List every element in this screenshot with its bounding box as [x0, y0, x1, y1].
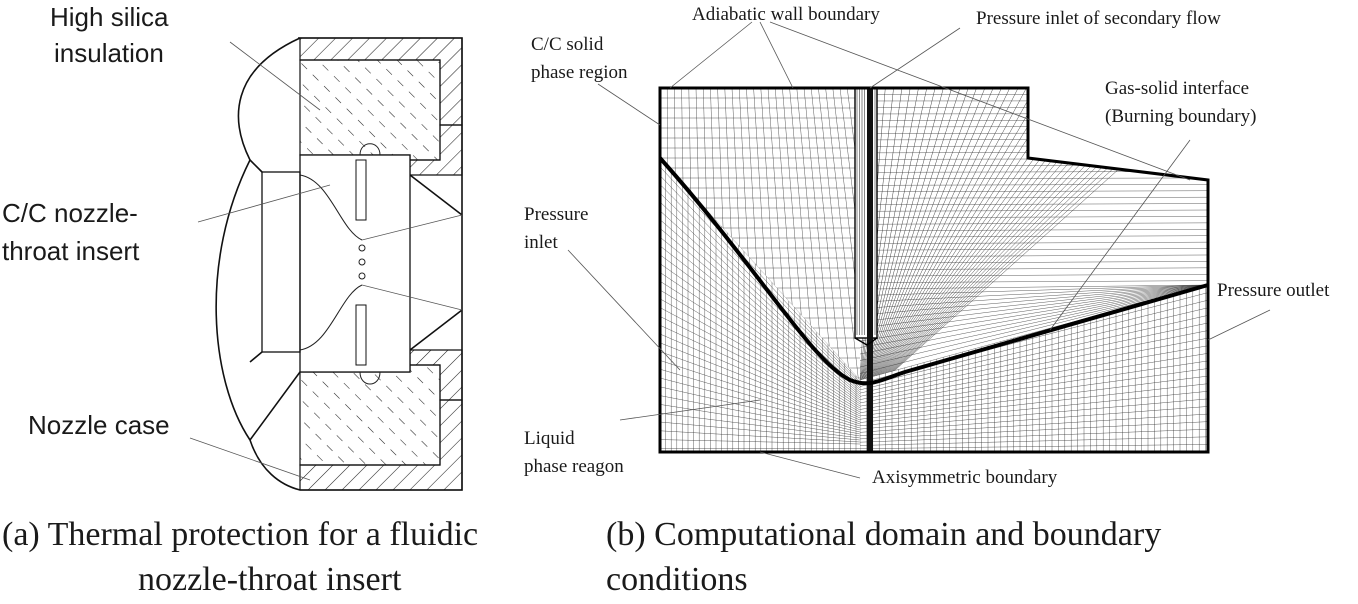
caption-a-line1: (a) Thermal protection for a fluidic [2, 516, 478, 553]
label-inlet: inlet [524, 232, 558, 253]
label-burning-boundary: (Burning boundary) [1105, 106, 1256, 127]
panel-a-nozzle-drawing: High silica insulation C/C nozzle- throa… [2, 2, 478, 598]
label-insulation: insulation [54, 38, 164, 68]
domain-outline [658, 86, 1210, 454]
panel-b-leader-lines [567, 21, 1271, 479]
panel-b-mesh-domain: Adiabatic wall boundary Pressure inlet o… [524, 4, 1330, 598]
label-liquid-phase: phase reagon [524, 456, 624, 477]
label-cc-nozzle: C/C nozzle- [2, 198, 138, 228]
caption-b-line2: conditions [606, 561, 748, 598]
label-nozzle-case: Nozzle case [28, 410, 170, 440]
gas-solid-interface-line [658, 156, 1209, 386]
panel-a-leader-lines [189, 41, 463, 481]
label-phase-region: phase region [531, 62, 628, 83]
label-pressure-outlet: Pressure outlet [1217, 280, 1330, 301]
label-axisymmetric: Axisymmetric boundary [872, 467, 1058, 488]
secondary-injection-channel [854, 87, 878, 452]
label-gas-solid: Gas-solid interface [1105, 78, 1249, 99]
label-liquid: Liquid [524, 428, 575, 449]
label-adiabatic-wall: Adiabatic wall boundary [692, 4, 880, 25]
caption-b-line1: (b) Computational domain and boundary [606, 516, 1161, 553]
label-pressure: Pressure [524, 204, 588, 225]
label-cc-solid: C/C solid [531, 34, 604, 55]
caption-a-line2: nozzle-throat insert [138, 561, 402, 598]
label-secondary-inlet: Pressure inlet of secondary flow [976, 8, 1221, 29]
label-high-silica: High silica [50, 2, 169, 32]
throat-insert-region [249, 143, 463, 441]
label-throat-insert: throat insert [2, 236, 140, 266]
